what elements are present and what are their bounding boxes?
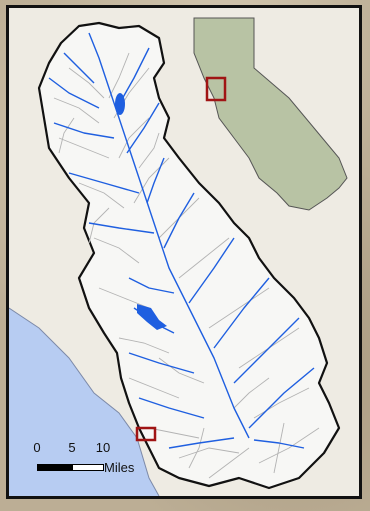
map-canvas [9, 17, 348, 496]
scale-units: Miles [104, 460, 135, 475]
watershed-boundary [37, 21, 341, 490]
map-panel: 0 5 10 Miles [6, 5, 362, 499]
coastline [9, 307, 160, 496]
scale-tick-5: 5 [68, 440, 76, 455]
locator-extent-box [205, 76, 227, 102]
scale-segment-filled [37, 464, 72, 471]
study-extent-box [135, 426, 157, 442]
ocean [9, 308, 159, 496]
locator-inset [193, 17, 348, 211]
scale-tick-0: 0 [33, 440, 41, 455]
reservoir-lower [137, 304, 167, 330]
scale-tick-10: 10 [95, 440, 111, 455]
scale-bar: 0 5 10 Miles [25, 440, 185, 480]
scale-segment-empty [72, 464, 104, 471]
california-locator [193, 17, 348, 211]
reservoir [115, 93, 125, 115]
